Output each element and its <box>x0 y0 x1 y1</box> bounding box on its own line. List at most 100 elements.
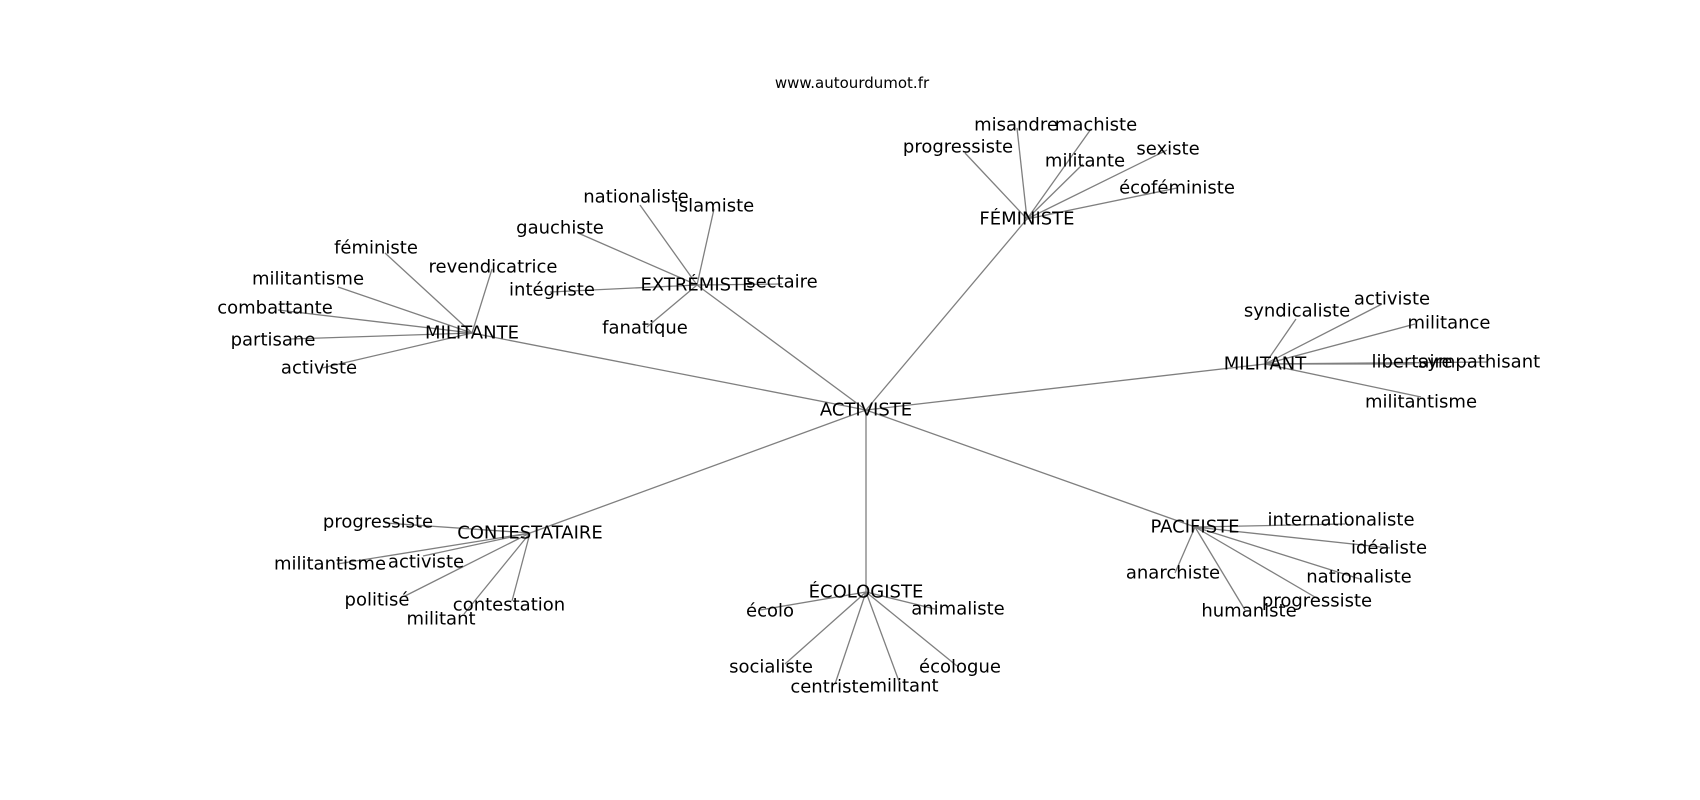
node-leaf-militant-4: sympathisant <box>1418 352 1540 373</box>
node-leaf-extremiste-5: fanatique <box>602 318 688 339</box>
node-leaf-militante-4: partisane <box>231 330 316 351</box>
node-leaf-militant-0: syndicaliste <box>1244 301 1350 322</box>
edge-contestataire-1 <box>422 532 531 557</box>
node-leaf-extremiste-1: islamiste <box>674 196 754 217</box>
node-leaf-contestataire-5: militant <box>406 609 475 630</box>
node-leaf-feministe-5: écoféministe <box>1119 178 1235 199</box>
edge-militant-0 <box>1264 318 1297 365</box>
node-root: ACTIVISTE <box>820 400 912 421</box>
edge-extremiste-2 <box>577 232 698 286</box>
node-hub-militante: MILITANTE <box>425 323 519 344</box>
edge-feministe-1 <box>1026 128 1092 220</box>
edge-extremiste-1 <box>696 208 715 286</box>
edge-militante-5 <box>321 332 473 369</box>
node-leaf-ecologiste-0: écolo <box>746 601 794 622</box>
node-leaf-extremiste-2: gauchiste <box>516 218 604 239</box>
node-leaf-extremiste-0: nationaliste <box>583 187 688 208</box>
edge-contestataire-3 <box>404 532 531 597</box>
node-leaf-extremiste-4: sectaire <box>746 272 818 293</box>
node-leaf-ecologiste-1: animaliste <box>911 599 1005 620</box>
node-leaf-feministe-1: machiste <box>1055 115 1137 136</box>
edge-extremiste-0 <box>639 204 698 286</box>
edge-contestataire-4 <box>511 532 531 602</box>
edge-contestataire-5 <box>463 532 531 615</box>
node-leaf-militant-5: militantisme <box>1365 392 1477 413</box>
node-leaf-militante-5: activiste <box>281 358 357 379</box>
node-leaf-feministe-2: progressiste <box>903 137 1013 158</box>
edge-militant-4 <box>1264 361 1489 365</box>
node-hub-ecologiste: ÉCOLOGISTE <box>809 581 924 603</box>
node-leaf-ecologiste-4: militant <box>869 676 938 697</box>
edge-militante-2 <box>337 286 473 334</box>
node-leaf-feministe-0: misandre <box>974 115 1058 136</box>
edge-root-militant <box>865 363 1266 411</box>
edge-pacifiste-0 <box>1194 523 1346 528</box>
node-leaf-contestataire-0: progressiste <box>323 512 433 533</box>
edge-militante-0 <box>384 252 473 334</box>
edge-extremiste-5 <box>646 284 698 328</box>
node-leaf-pacifiste-4: progressiste <box>1262 591 1372 612</box>
node-leaf-ecologiste-3: centriste <box>790 677 869 698</box>
graph-edges <box>277 127 1489 685</box>
edge-ecologiste-5 <box>865 591 958 667</box>
edge-militant-2 <box>1264 323 1416 365</box>
edge-pacifiste-1 <box>1194 526 1391 549</box>
edge-militant-1 <box>1264 303 1383 365</box>
node-leaf-pacifiste-2: anarchiste <box>1126 563 1220 584</box>
node-leaf-militante-2: militantisme <box>252 269 364 290</box>
node-leaf-contestataire-2: militantisme <box>274 554 386 575</box>
edge-root-extremiste <box>696 284 867 411</box>
node-leaf-pacifiste-3: nationaliste <box>1306 567 1411 588</box>
edge-contestataire-0 <box>384 522 531 534</box>
edge-root-contestataire <box>529 409 867 534</box>
edge-militante-3 <box>277 309 473 334</box>
edge-root-pacifiste <box>865 409 1196 528</box>
edge-feministe-2 <box>964 152 1028 220</box>
node-leaf-militant-1: activiste <box>1354 289 1430 310</box>
node-hub-extremiste: EXTRÉMISTE <box>641 274 754 296</box>
edge-root-militante <box>471 332 867 411</box>
node-leaf-ecologiste-2: socialiste <box>729 657 813 678</box>
node-hub-militant: MILITANT <box>1224 354 1308 375</box>
node-leaf-ecologiste-5: écologue <box>919 657 1001 678</box>
edge-ecologiste-2 <box>784 591 867 665</box>
edge-pacifiste-3 <box>1194 526 1361 580</box>
edge-militante-1 <box>471 268 493 334</box>
edge-feministe-5 <box>1026 187 1178 220</box>
node-leaf-militant-3: libertaire <box>1371 352 1452 373</box>
node-leaf-militant-2: militance <box>1407 313 1490 334</box>
edge-root-feministe <box>865 218 1028 411</box>
node-leaf-contestataire-1: activiste <box>388 552 464 573</box>
edge-feministe-3 <box>1026 163 1084 220</box>
node-leaf-feministe-3: militante <box>1045 151 1125 172</box>
node-leaf-extremiste-3: intégriste <box>509 280 595 301</box>
edge-pacifiste-4 <box>1194 526 1321 601</box>
edge-ecologiste-1 <box>865 591 936 610</box>
edge-feministe-0 <box>1016 127 1028 220</box>
edge-pacifiste-5 <box>1194 526 1246 611</box>
graph-nodes: ACTIVISTE MILITANTE féministe revendicatric… <box>217 115 1540 698</box>
node-hub-feministe: FÉMINISTE <box>979 208 1074 230</box>
edge-ecologiste-3 <box>834 591 867 685</box>
node-leaf-contestataire-3: politisé <box>345 590 410 611</box>
node-hub-pacifiste: PACIFISTE <box>1150 517 1239 538</box>
node-leaf-militante-3: combattante <box>217 298 333 319</box>
edge-ecologiste-0 <box>759 591 867 611</box>
node-leaf-militante-1: revendicatrice <box>429 257 558 278</box>
edge-militante-4 <box>289 332 473 340</box>
node-leaf-pacifiste-1: idéaliste <box>1351 538 1427 559</box>
edge-extremiste-4 <box>696 283 783 286</box>
node-hub-contestataire: CONTESTATAIRE <box>457 523 603 544</box>
edge-contestataire-2 <box>336 532 531 565</box>
node-leaf-militante-0: féministe <box>334 238 418 259</box>
edge-pacifiste-2 <box>1174 526 1196 574</box>
edge-feministe-4 <box>1026 149 1168 220</box>
node-leaf-contestataire-4: contestation <box>453 595 565 616</box>
edge-extremiste-3 <box>549 284 698 293</box>
edge-militant-5 <box>1264 363 1422 398</box>
node-leaf-feministe-4: sexiste <box>1136 139 1199 160</box>
edge-ecologiste-4 <box>865 591 901 685</box>
node-leaf-pacifiste-5: humaniste <box>1201 601 1296 622</box>
node-leaf-pacifiste-0: internationaliste <box>1267 510 1414 531</box>
